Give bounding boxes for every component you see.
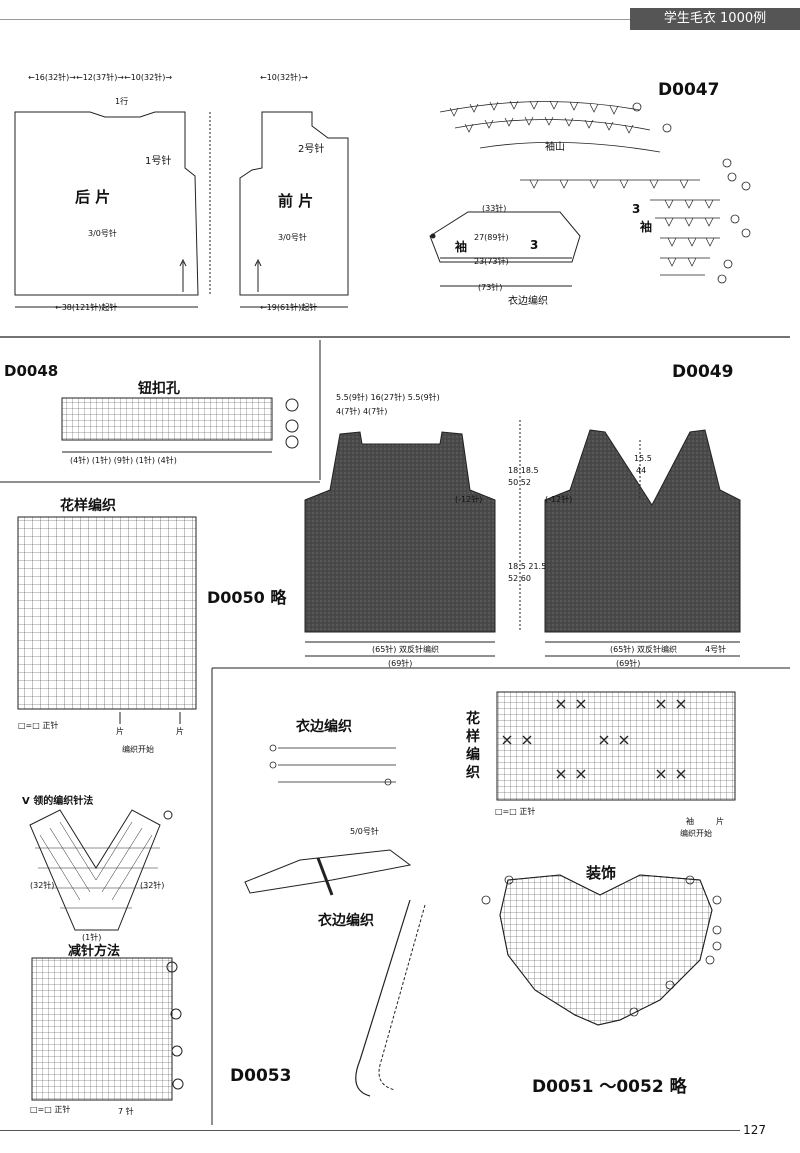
code-d0053: D0053 [230, 1066, 292, 1086]
edge2-needle: 5/0号针 [350, 827, 379, 836]
d0047-bottom-right: ←19(61针)起针 [260, 303, 318, 312]
edge2-title: 衣边编织 [318, 913, 374, 929]
pattern2-p2: 片 [716, 817, 724, 826]
d0049-m2: 50 52 [508, 478, 531, 487]
d0047-num3b: 3 [632, 202, 641, 216]
d0047-edge: 衣边编织 [508, 296, 548, 307]
d0047-top-right: ←10(32针)→ [260, 73, 309, 82]
edge1-title: 衣边编织 [296, 719, 352, 735]
page-number: 127 [743, 1123, 766, 1137]
book-title: 学生毛衣 1000例 [630, 8, 800, 30]
d0049-side2: (-12针) [545, 495, 573, 504]
pattern2-title: 花样编织 [466, 711, 480, 781]
d0049-side: (-12针) [455, 495, 483, 504]
d0047-bottom-left: ←38(121针)起针 [55, 303, 118, 312]
d0049-top-sub: 4(7针) 4(7针) [336, 407, 388, 416]
pattern2-legend: □=□ 正针 [495, 807, 536, 816]
d0047-needle-small-front: 3/0号针 [278, 233, 307, 242]
d0049-bottom-right: (65针) 双反针编织 [610, 645, 677, 654]
d0049-bottom-right2: (69针) [616, 659, 641, 668]
decor-title: 装饰 [586, 864, 617, 882]
d0047-sleeve-mid: 27(89针) [474, 233, 509, 242]
d0050-start: 编织开始 [122, 745, 154, 754]
d0047-needle2: 2号针 [298, 144, 325, 155]
d0048-title: 钮扣孔 [138, 381, 180, 397]
d0050-title: 花样编织 [60, 498, 116, 514]
d0047-needle1: 1号针 [145, 156, 172, 167]
d0050-legend: □=□ 正针 [18, 721, 59, 730]
reduce-title: 减针方法 [68, 944, 121, 959]
code-d0047: D0047 [658, 80, 720, 100]
d0050-p2: 片 [176, 727, 184, 736]
d0047-sleeve-cap: 袖山 [545, 142, 565, 153]
d0047-needle-small-back: 3/0号针 [88, 229, 117, 238]
vneck-center: (1针) [82, 933, 102, 942]
page-header: 学生毛衣 1000例 [0, 8, 800, 32]
d0049-bottom-left: (65针) 双反针编织 [372, 645, 439, 654]
d0050-p1: 片 [116, 727, 124, 736]
d0047-back-label: 后 片 [75, 188, 111, 206]
d0047-num3: 3 [530, 238, 539, 252]
d0049-m4: 52 60 [508, 574, 531, 583]
d0049-m1: 18 18.5 [508, 466, 539, 475]
vneck-right: (32针) [140, 881, 165, 890]
header-rule [0, 19, 800, 20]
d0049-m3: 18.5 21.5 [508, 562, 547, 571]
d0047-sleeve-label: 袖 [455, 240, 468, 254]
d0049-top: 5.5(9针) 16(27针) 5.5(9针) [336, 393, 440, 402]
d0047-row1: 1行 [115, 97, 129, 106]
vneck-title: V 领的编织针法 [22, 796, 94, 807]
vneck-left: (32针) [30, 881, 55, 890]
footer-rule [0, 1130, 740, 1131]
d0048-counts: (4针) (1针) (9针) (1针) (4针) [70, 456, 177, 465]
d0047-front-label: 前 片 [278, 192, 314, 210]
code-d0051: D0051 ～0052 略 [532, 1077, 687, 1097]
reduce-count: 7 针 [118, 1107, 134, 1116]
d0047-sleeve-base: (73针) [478, 283, 503, 292]
d0047-sleeve-right: 袖 [640, 220, 653, 234]
pattern2-start: 编织开始 [680, 829, 712, 838]
code-d0050: D0050 略 [207, 588, 287, 607]
reduce-legend: □=□ 正针 [30, 1105, 71, 1114]
d0049-v1: 15.5 [634, 454, 652, 463]
code-d0049: D0049 [672, 362, 734, 382]
d0049-bottom-left2: (69针) [388, 659, 413, 668]
d0049-v2: 44 [636, 466, 647, 475]
pattern2-p1: 袖 [686, 817, 694, 826]
d0047-sleeve-top: (33针) [482, 204, 507, 213]
code-d0048: D0048 [4, 362, 59, 380]
d0047-top-left: ←16(32针)→←12(37针)→←10(32针)→ [28, 73, 173, 82]
d0047-sleeve-bot: 23(73针) [474, 257, 509, 266]
d0049-needle: 4号针 [705, 645, 727, 654]
